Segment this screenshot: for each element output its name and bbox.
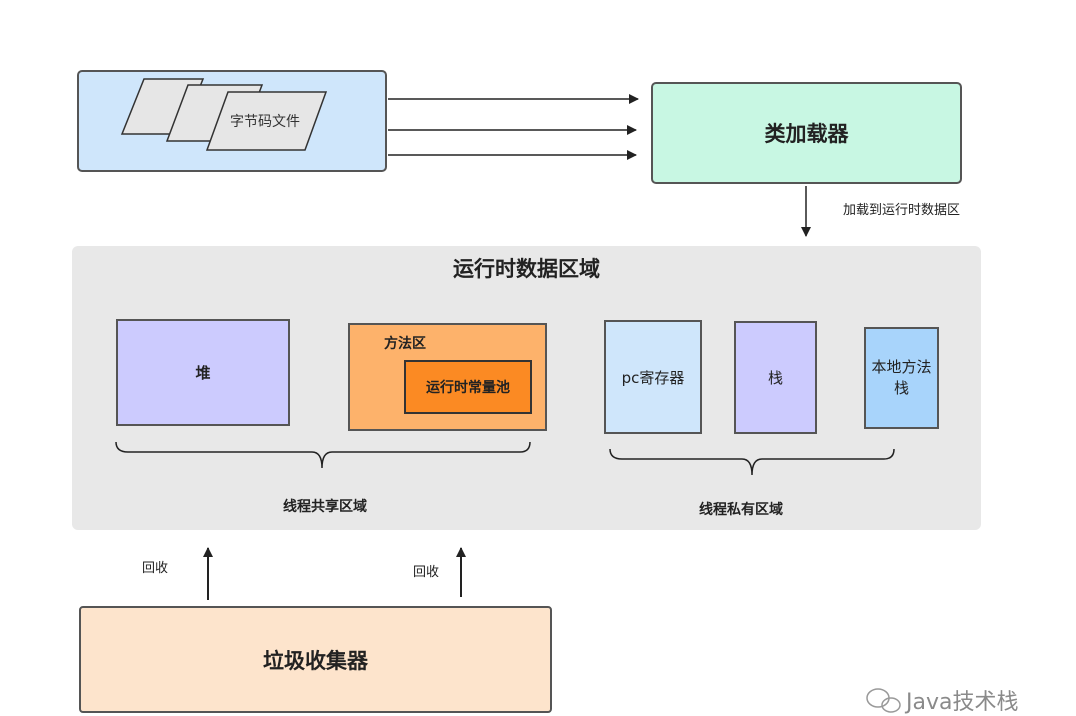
thread-private-caption: 线程私有区域 [699, 502, 783, 518]
recycle-label-left: 回收 [142, 561, 169, 576]
runtime-constant-pool-box: 运行时常量池 [404, 360, 532, 414]
native-method-stack-box: 本地方法栈 [864, 327, 939, 429]
stack-box: 栈 [734, 321, 817, 434]
method-area-label: 方法区 [384, 336, 426, 352]
watermark-text: Java技术栈 [906, 690, 1019, 715]
load-caption: 加载到运行时数据区 [843, 203, 961, 218]
class-loader-box: 类加载器 [651, 82, 962, 184]
pc-register-box: pc寄存器 [604, 320, 702, 434]
wechat-icon [866, 688, 901, 713]
file-sheet-icon [205, 91, 328, 151]
recycle-label-right: 回收 [413, 565, 440, 580]
bytecode-file-label: 字节码文件 [230, 114, 300, 130]
thread-shared-caption: 线程共享区域 [283, 499, 367, 515]
private-area-brace [609, 448, 895, 476]
shared-area-brace [115, 441, 531, 469]
heap-box: 堆 [116, 319, 290, 426]
runtime-area-title: 运行时数据区域 [453, 257, 600, 281]
garbage-collector-box: 垃圾收集器 [79, 606, 552, 713]
